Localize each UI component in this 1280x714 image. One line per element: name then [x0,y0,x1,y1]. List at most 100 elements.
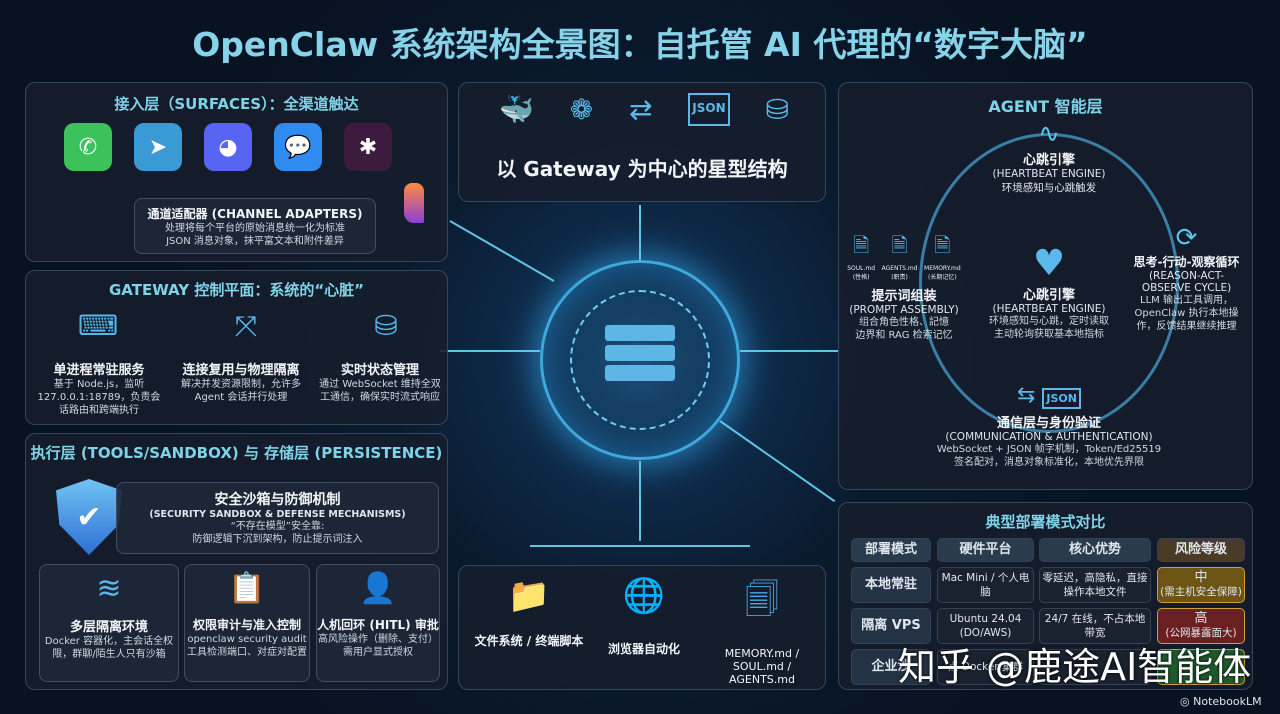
execution-panel: 执行层 (TOOLS/SANDBOX) 与 存储层 (PERSISTENCE) … [25,433,448,690]
cycle-title: 思考-行动-观察循环 [1133,255,1240,269]
risk-note: (需主机安全保障) [1160,586,1242,598]
gateway-hub-inner-ring [570,290,710,430]
gateway-title: GATEWAY 控制平面：系统的“心脏” [108,281,365,299]
connector-line [639,205,641,260]
server-icon [605,325,675,385]
audit-card: 📋 权限审计与准入控制 openclaw security audit 工具检测… [184,564,310,682]
gateway-item-desc: 基于 Node.js，监听 127.0.0.1:18789，负责会话路由和跨端执… [37,379,161,416]
table-cell-mode: 隔离 VPS [851,608,931,644]
file-icon: 🗎 [934,233,951,257]
cycle-en: OBSERVE CYCLE) [1141,282,1232,294]
gateway-item-title: 连接复用与物理隔离 [182,363,300,378]
table-cell-adv [1039,649,1151,685]
prompt-title: 提示词组装 [871,289,937,304]
card-desc: openclaw security audit 工具检测端口、对症对配置 [187,634,307,658]
hub-structure-panel: 🐳 ❁ ⇄ JSON ⛁ 以 Gateway 为中心的星型结构 [458,82,826,202]
heartbeat-title: 心跳引擎 [1022,153,1075,168]
card-title: 人机回环 (HITL) 审批 [317,618,439,632]
file-icon: 🗎 [853,233,870,257]
card-title: 权限审计与准入控制 [192,618,301,632]
telegram-icon[interactable]: ➤ [134,123,182,171]
user-check-icon: 👤 [359,571,397,606]
table-cell-hw: Mac Mini / 个人电脑 [937,567,1034,603]
security-title: 安全沙箱与防御机制 [214,492,341,508]
prompt-en: (PROMPT ASSEMBLY) [849,304,959,316]
database-sync-icon: ⛁ [374,309,398,342]
file-sub: (职责) [891,274,908,281]
gateway-item-desc: 解决并发资源限制，允许多 Agent 会话并行处理 [181,379,301,403]
gateway-item-title: 单进程常驻服务 [53,363,145,378]
cycle-arrows [919,133,1179,433]
cycle-en: (REASON-ACT- [1148,270,1225,282]
slack-icon[interactable]: ✱ [344,123,392,171]
heartbeat-desc: 环境感知与心跳触发 [1001,182,1097,194]
refresh-cycle-icon: ⟳ [1175,223,1198,253]
clipboard-check-icon: 📋 [228,571,266,606]
security-box: 安全沙箱与防御机制 (SECURITY SANDBOX & DEFENSE ME… [116,482,439,554]
table-header: 风险等级 [1157,538,1245,562]
documents-icon: 🗐 [745,580,779,620]
heartbeat-title: 心跳引擎 [1022,288,1075,303]
adapter-desc: 处理将每个平台的原始消息统一化为标准 [165,223,345,234]
card-desc: 高风险操作（删除、支付）需用户显式授权 [318,634,438,658]
execution-title: 执行层 (TOOLS/SANDBOX) 与 存储层 (PERSISTENCE) [30,444,443,462]
security-en: (SECURITY SANDBOX & DEFENSE MECHANISMS) [149,509,406,520]
table-cell-adv: 24/7 在线，不占本地带宽 [1039,608,1151,644]
agent-panel: AGENT 智能层 ∿ 心跳引擎 (HEARTBEAT ENGINE) 环境感知… [838,82,1253,490]
notebooklm-brand: ◎ NotebookLM [1180,695,1262,708]
docker-layers-icon: ≋ [96,571,122,606]
risk-badge: 中(需主机安全保障) [1157,567,1245,603]
openclaw-logo-icon [404,183,424,223]
connector-line [530,545,750,547]
tools-panel: 📁 文件系统 / 终端脚本 🌐 浏览器自动化 🗐 MEMORY.md / SOU… [458,565,826,690]
sync-icon: ⇄ [629,93,653,126]
page-title: OpenClaw 系统架构全景图：自托管 AI 代理的“数字大脑” [192,25,1088,64]
hitl-card: 👤 人机回环 (HITL) 审批 高风险操作（删除、支付）需用户显式授权 [316,564,440,682]
risk-badge: 高(公网暴露面大) [1157,608,1245,644]
tool-label: 浏览器自动化 [607,642,680,656]
shield-check-icon: ✔ [56,479,122,555]
terminal-gear-icon: ⌨ [78,309,119,342]
comm-desc: 签名配对，消息对象标准化，本地优先界限 [954,457,1144,468]
risk-level: 中 [1194,570,1208,585]
isolation-card: ≋ 多层隔离环境 Docker 容器化，主会话全权限，群聊/陌生人只有沙箱 [39,564,179,682]
gateway-item-desc: 通过 WebSocket 维持全双工通信，确保实时流式响应 [319,379,441,403]
adapter-title: 通道适配器 (CHANNEL ADAPTERS) [147,207,363,221]
heartbeat-desc: 环境感知与心跳，定时读取 [989,316,1109,327]
cycle-desc: 作，反馈结果继续推理 [1136,321,1237,332]
file-name: MEMORY.md [924,265,961,272]
comm-desc: WebSocket + JSON 帧字机制，Token/Ed25519 [936,444,1162,455]
heartbeat-en: (HEARTBEAT ENGINE) [992,303,1106,315]
risk-badge [1157,649,1245,685]
file-icon: 🗎 [891,233,908,257]
card-title: 多层隔离环境 [69,620,148,635]
security-desc: 防御逻辑下沉到架构，防止提示词注入 [192,534,363,545]
prompt-desc: 边界和 RAG 检索记忆 [855,330,953,341]
openai-icon: ❁ [569,93,594,126]
heartbeat-desc: 主动轮询获取基本地指标 [994,329,1104,340]
table-cell-mode: 本地常驻 [851,567,931,603]
imessage-icon[interactable]: 💬 [274,123,322,171]
discord-icon[interactable]: ◕ [204,123,252,171]
prompt-desc: 组合角色性格、記憶 [859,317,949,328]
file-sub: (性格) [852,274,870,281]
browser-globe-icon: 🌐 [622,576,666,616]
connector-line [440,350,540,352]
pulse-icon: ∿ [1038,119,1060,149]
cycle-desc: OpenClaw 执行本地操 [1134,308,1239,319]
security-desc: “不存在模型”安全靠: [230,521,325,532]
surfaces-title: 接入层（SURFACES）：全渠道触达 [114,95,359,113]
connector-line [639,461,641,541]
json-file-icon: JSON [688,93,730,126]
gateway-panel: GATEWAY 控制平面：系统的“心脏” ⌨ ⤧ ⛁ 单进程常驻服务基于 Nod… [25,270,448,425]
surfaces-panel: 接入层（SURFACES）：全渠道触达 ✆ ➤ ◕ 💬 ✱ 通道适配器 (CHA… [25,82,448,262]
table-cell-mode: 企业沙 [851,649,931,685]
cycle-desc: LLM 输出工具调用， [1140,295,1233,306]
file-name: SOUL.md [847,265,876,272]
brand-text: NotebookLM [1193,695,1262,708]
file-name: AGENTS.md [881,265,918,272]
table-header: 部署模式 [851,538,931,562]
agent-title: AGENT 智能层 [988,97,1103,116]
whatsapp-icon[interactable]: ✆ [64,123,112,171]
